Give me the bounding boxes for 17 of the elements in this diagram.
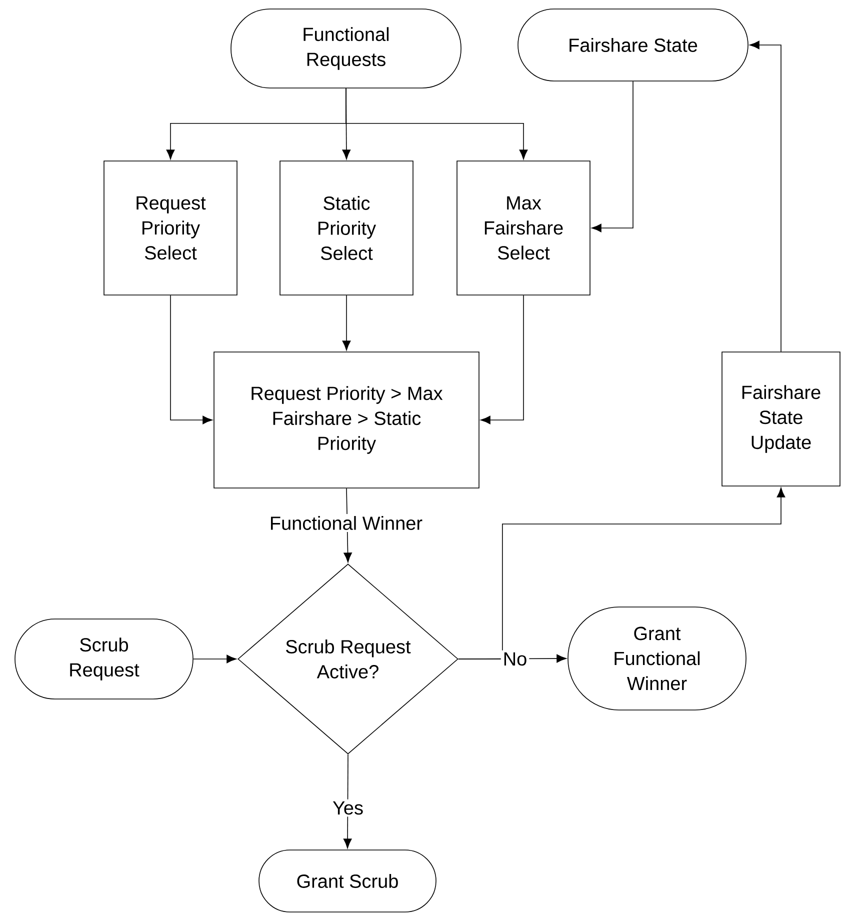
- edge-label: Yes: [330, 799, 366, 817]
- process-box: Static Priority Select: [280, 160, 414, 296]
- arrow: [480, 295, 524, 424]
- arrow: [346, 88, 528, 160]
- arrow: [170, 295, 212, 424]
- process-box: Request Priority > Max Fairshare > Static Priority: [214, 352, 480, 488]
- edge-label: Functional Winner: [267, 514, 425, 532]
- process-box: Fairshare State Update: [722, 352, 840, 486]
- arrow: [342, 295, 351, 350]
- arrow: [343, 754, 352, 848]
- arrow: [458, 488, 786, 660]
- process-box: Max Fairshare Select: [456, 160, 590, 296]
- arrow: [592, 81, 634, 232]
- arrow: [193, 654, 236, 664]
- process-box: Request Priority Select: [104, 160, 238, 296]
- edge-label: No: [500, 650, 530, 668]
- arrow: [750, 40, 782, 352]
